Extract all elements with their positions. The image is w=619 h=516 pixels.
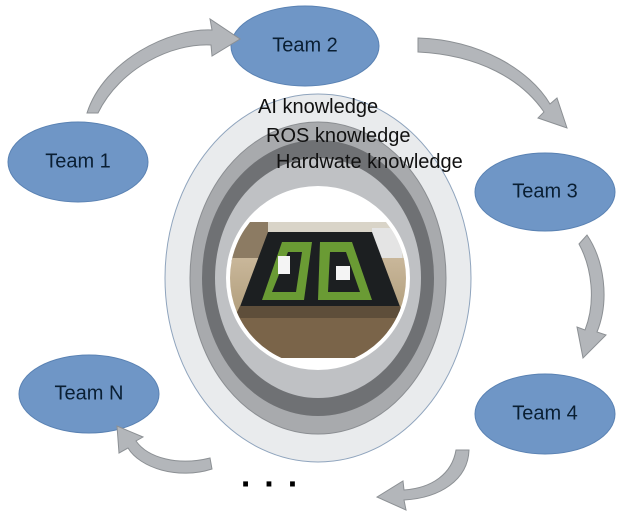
team-nodes: [7, 5, 616, 455]
ros-knowledge-label: ROS knowledge: [266, 125, 411, 147]
arrow-team2-to-team3: [417, 37, 568, 129]
team-n-label: Team N: [54, 382, 124, 405]
team-1-label: Team 1: [45, 150, 111, 173]
team-2-node: [230, 5, 380, 87]
hardware-knowledge-label: Hardwate knowledge: [276, 151, 463, 173]
arrow-ellipsis-to-teamN: [116, 425, 213, 474]
ai-knowledge-label: AI knowledge: [258, 96, 379, 118]
team-2-label: Team 2: [272, 34, 338, 57]
team-4-label: Team 4: [512, 402, 578, 425]
arrow-team3-to-team4: [576, 234, 607, 360]
team-1-node: [7, 121, 149, 203]
team-3-node: [474, 152, 616, 232]
ellipsis-more-teams: ...: [240, 456, 312, 495]
arrow-team1-to-team2: [86, 17, 241, 114]
cycle-arrows: [86, 17, 607, 511]
team-4-node: [474, 373, 616, 455]
team-3-label: Team 3: [512, 180, 578, 203]
team-n-node: [18, 354, 160, 434]
arrow-team4-to-ellipsis: [375, 449, 470, 511]
